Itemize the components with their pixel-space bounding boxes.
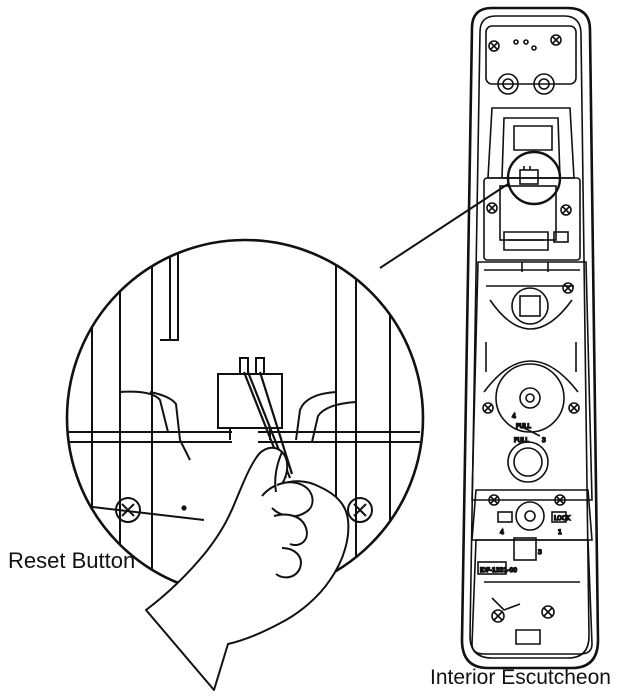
board-screw-left [486,202,498,214]
body-screw [568,402,580,414]
interior-escutcheon-label: Interior Escutcheon [430,666,611,689]
standoff-boss-left [497,73,519,95]
detail-screw-left [115,497,141,523]
escutcheon-inner-rim [469,15,590,659]
callout-leader-line [379,183,509,269]
clutch-gear [515,501,545,531]
hand-icon [145,446,350,691]
reset-button-housing [217,373,283,429]
bottom-mount-plate [471,539,593,655]
marking-4-top: 4 [512,413,516,420]
marking-3-bottom: 3 [538,549,542,556]
pin-hole [523,39,529,45]
mounting-screw-top-right [550,34,562,46]
clutch-screw-right [554,494,566,506]
body-screw [562,282,574,294]
mounting-screw-top-left [488,40,500,52]
marking-4-bottom: 4 [500,529,504,536]
upper-board [483,177,581,261]
marking-3-top: 3 [542,437,546,444]
interior-escutcheon: 4 PULL PULL 3 4 LOCK 1 3 IDF-1331-00 [460,6,600,670]
board-screw-right [560,204,572,216]
marking-1: 1 [558,529,562,536]
lock-body [471,261,593,501]
marking-model-code: IDF-1331-00 [480,567,517,574]
handle-hub [495,363,565,433]
bottom-screw-left [491,609,505,623]
marking-pull-mid: PULL [514,437,529,444]
marking-pull-top: PULL [516,423,531,430]
reset-button-pin [239,357,249,375]
reset-button-label: Reset Button [8,548,136,573]
magnified-area-marker [506,150,562,206]
cylinder-port [507,441,549,483]
lower-clutch-plate [471,489,593,541]
top-mount-plate [485,25,577,85]
reset-button-pin [255,357,265,375]
standoff-boss-right [533,73,555,95]
detail-screw-right [347,497,373,523]
body-screw [482,402,494,414]
bottom-screw-right [541,605,555,619]
escutcheon-outer-housing [460,6,600,670]
clutch-screw-left [488,494,500,506]
pin-hole [531,45,537,51]
pin-hole [513,39,519,45]
marking-lock: LOCK [554,515,571,522]
thumb-turn-spindle [511,287,549,325]
